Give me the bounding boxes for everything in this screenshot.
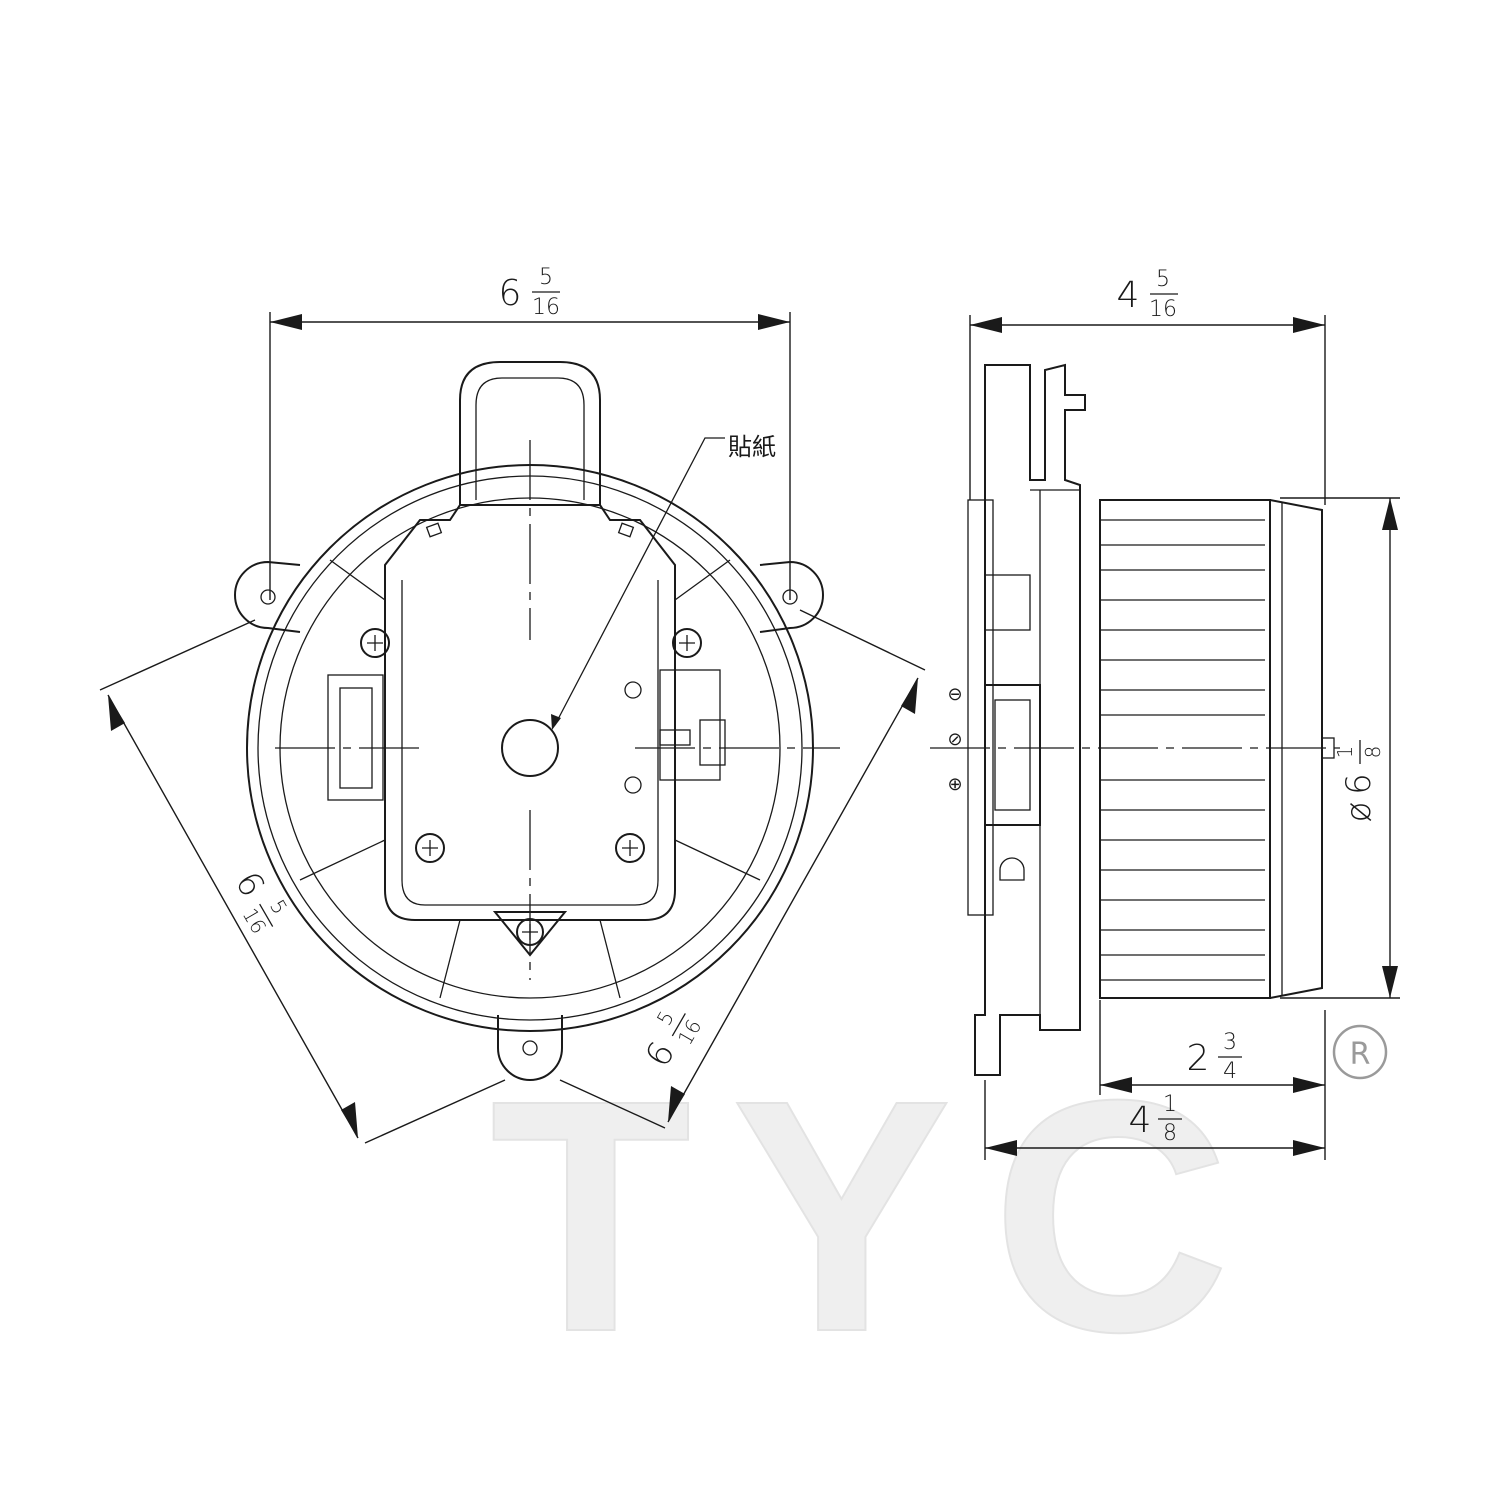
right-connector-latch	[659, 729, 691, 746]
plate-flange	[1030, 489, 1080, 1025]
center-hub	[501, 719, 559, 777]
dim-whole: 4	[1117, 275, 1140, 316]
dim-numerator: 1	[1333, 746, 1357, 759]
connector-housing	[459, 361, 601, 505]
screw	[360, 628, 390, 658]
front-width-dimension: 6 5 16	[269, 265, 791, 600]
dim-numerator: 3	[1223, 1030, 1237, 1055]
controller-body	[384, 504, 676, 921]
terminal-minus: ⊖	[947, 684, 962, 705]
bottom-mount-ear	[497, 1015, 563, 1081]
side-connector	[984, 684, 1041, 826]
dim-denominator: 8	[1361, 746, 1385, 759]
side-connector-inner	[994, 699, 1031, 811]
diameter-symbol: ø	[1339, 802, 1379, 823]
left-mount-ear	[234, 560, 301, 633]
sticker-leader-line	[554, 437, 725, 726]
right-connector-pin	[699, 719, 726, 766]
side-bottom-dimension: 4 1 8	[984, 1080, 1325, 1160]
terminal-plus: ⊕	[947, 774, 962, 795]
dim-numerator: 1	[1163, 1092, 1177, 1117]
front-diagonal-left-dimension: 6 5 16	[99, 619, 506, 1144]
housing-spokes	[299, 559, 761, 999]
dim-whole: 4	[1129, 1100, 1152, 1141]
mounting-plate	[974, 363, 1086, 1076]
side-clip-round	[999, 857, 1025, 881]
centerlines	[275, 440, 840, 980]
dim-numerator: 5	[539, 265, 553, 290]
screw	[615, 833, 645, 863]
dim-denominator: 16	[1149, 297, 1177, 322]
registered-mark: R	[1350, 1037, 1371, 1072]
dim-whole: 6	[499, 273, 522, 314]
right-mount-ear	[759, 560, 824, 633]
dim-numerator: 5	[652, 1007, 679, 1030]
side-diameter-dimension: ø 6 1 8	[1280, 497, 1400, 999]
side-clip	[984, 574, 1031, 631]
dim-numerator: 5	[1156, 267, 1170, 292]
watermark-text: TYC	[490, 1031, 1270, 1400]
connector-inner	[475, 377, 585, 500]
left-bracket-inner	[339, 687, 373, 789]
slot	[617, 522, 635, 538]
side-view: ⊖ ⊘ ⊕	[930, 363, 1340, 1076]
terminal-mid: ⊘	[947, 729, 962, 750]
controller-edge	[967, 499, 994, 916]
registered-mark-circle	[1332, 1024, 1388, 1080]
dim-whole: 2	[1187, 1038, 1210, 1079]
side-wheel-dimension: 2 3 4	[1099, 1000, 1326, 1160]
dim-denominator: 4	[1223, 1059, 1237, 1084]
left-bracket	[327, 674, 384, 801]
dim-numerator: 5	[265, 895, 292, 918]
dim-denominator: 16	[532, 295, 560, 320]
right-connector	[659, 669, 721, 781]
dim-whole: 6	[227, 865, 272, 904]
screw	[415, 833, 445, 863]
small-terminal	[624, 681, 642, 699]
dim-whole: 6	[1339, 773, 1379, 795]
tyc-watermark: TYC R	[489, 1024, 1388, 1401]
sticker-label: 貼紙	[728, 433, 776, 461]
bottom-mount-hole	[522, 1040, 538, 1056]
slot	[425, 522, 443, 538]
dim-denominator: 8	[1163, 1121, 1177, 1146]
left-mount-hole	[260, 589, 276, 605]
blower-fins	[1100, 519, 1265, 981]
blower-motor-cap	[1269, 499, 1323, 999]
sticker-leader-arrow	[551, 714, 561, 730]
blower-wheel	[1099, 499, 1271, 999]
small-terminal	[624, 776, 642, 794]
screw	[672, 628, 702, 658]
front-view: 貼紙	[234, 361, 840, 1081]
side-top-dimension: 4 5 16	[969, 267, 1326, 505]
